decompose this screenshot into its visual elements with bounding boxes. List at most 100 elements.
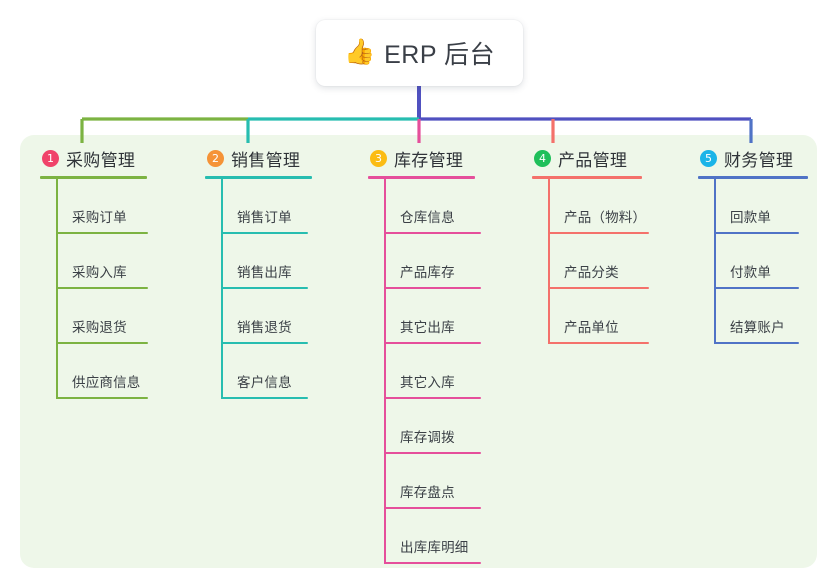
branch-item-rule bbox=[384, 232, 481, 234]
branch-item[interactable]: 库存调拨 bbox=[384, 399, 481, 454]
branch-items: 回款单付款单结算账户 bbox=[714, 179, 808, 344]
branch-item-label: 销售出库 bbox=[237, 265, 292, 280]
branch-item[interactable]: 付款单 bbox=[714, 234, 808, 289]
branch-header-rule bbox=[205, 176, 312, 179]
branch-item[interactable]: 其它入库 bbox=[384, 344, 481, 399]
branch-item-rule bbox=[221, 287, 308, 289]
branch-header-rule bbox=[532, 176, 642, 179]
branch-header-5[interactable]: 5 财务管理 bbox=[698, 146, 808, 170]
branch-item[interactable]: 其它出库 bbox=[384, 289, 481, 344]
branch-title: 库存管理 bbox=[394, 150, 464, 170]
branch-spine bbox=[56, 179, 58, 399]
branch-item-rule bbox=[548, 232, 649, 234]
branch-item-rule bbox=[56, 287, 148, 289]
branch-item-label: 采购退货 bbox=[72, 320, 127, 335]
branch-item-label: 其它出库 bbox=[400, 320, 455, 335]
branch-item[interactable]: 库存盘点 bbox=[384, 454, 481, 509]
branch-title: 采购管理 bbox=[66, 150, 136, 170]
branch-items: 销售订单销售出库销售退货客户信息 bbox=[221, 179, 312, 399]
branch-title: 销售管理 bbox=[231, 150, 301, 170]
branch-item-label: 出库库明细 bbox=[400, 540, 469, 555]
branch-item-label: 库存调拨 bbox=[400, 430, 455, 445]
branch-item-label: 产品（物料） bbox=[564, 210, 647, 225]
branch-item-rule bbox=[384, 562, 481, 564]
branch-spine bbox=[548, 179, 550, 344]
branch-item[interactable]: 客户信息 bbox=[221, 344, 312, 399]
branch-item-rule bbox=[714, 342, 799, 344]
branch-item-rule bbox=[221, 232, 308, 234]
branch-item-label: 付款单 bbox=[730, 265, 772, 280]
branch-item-rule bbox=[384, 452, 481, 454]
branch-item[interactable]: 销售出库 bbox=[221, 234, 312, 289]
branch-item[interactable]: 出库库明细 bbox=[384, 509, 481, 564]
branch-header-3[interactable]: 3 库存管理 bbox=[368, 146, 475, 170]
branch-item-label: 产品单位 bbox=[564, 320, 619, 335]
branch-header-rule bbox=[40, 176, 147, 179]
branch-header-2[interactable]: 2 销售管理 bbox=[205, 146, 312, 170]
branch-item-label: 库存盘点 bbox=[400, 485, 455, 500]
branch-item-label: 回款单 bbox=[730, 210, 772, 225]
branch-item-rule bbox=[384, 507, 481, 509]
branch-item[interactable]: 销售退货 bbox=[221, 289, 312, 344]
branch-item-rule bbox=[56, 342, 148, 344]
branch-item-label: 供应商信息 bbox=[72, 375, 141, 390]
branch-item[interactable]: 销售订单 bbox=[221, 179, 312, 234]
branch-header-1[interactable]: 1 采购管理 bbox=[40, 146, 147, 170]
branch-spine bbox=[384, 179, 386, 564]
branch-title: 财务管理 bbox=[724, 150, 794, 170]
branch-item-rule bbox=[714, 232, 799, 234]
root-node-label: ERP 后台 bbox=[384, 41, 496, 69]
branch-column-2: 2 销售管理销售订单销售出库销售退货客户信息 bbox=[205, 146, 312, 399]
branch-item-rule bbox=[56, 232, 148, 234]
branch-title: 产品管理 bbox=[558, 150, 628, 170]
branch-item-rule bbox=[221, 397, 308, 399]
branch-number-badge: 2 bbox=[207, 149, 224, 167]
branch-item[interactable]: 采购退货 bbox=[56, 289, 148, 344]
branch-items: 采购订单采购入库采购退货供应商信息 bbox=[56, 179, 148, 399]
branch-item-label: 产品库存 bbox=[400, 265, 455, 280]
branch-item-label: 采购订单 bbox=[72, 210, 127, 225]
branch-item-rule bbox=[384, 287, 481, 289]
branch-header-rule bbox=[368, 176, 475, 179]
branch-item-label: 产品分类 bbox=[564, 265, 619, 280]
branch-item-label: 仓库信息 bbox=[400, 210, 455, 225]
thumbs-up-icon: 👍 bbox=[343, 37, 376, 66]
branch-item-rule bbox=[384, 397, 481, 399]
branch-item[interactable]: 产品库存 bbox=[384, 234, 481, 289]
branch-item[interactable]: 仓库信息 bbox=[384, 179, 481, 234]
branch-item[interactable]: 产品单位 bbox=[548, 289, 649, 344]
branch-item-label: 其它入库 bbox=[400, 375, 455, 390]
branch-column-5: 5 财务管理回款单付款单结算账户 bbox=[698, 146, 808, 344]
branch-item[interactable]: 采购入库 bbox=[56, 234, 148, 289]
branch-item-rule bbox=[221, 342, 308, 344]
branch-number-badge: 4 bbox=[534, 149, 551, 167]
branch-item-label: 客户信息 bbox=[237, 375, 292, 390]
branch-item-rule bbox=[384, 342, 481, 344]
branch-item-label: 采购入库 bbox=[72, 265, 127, 280]
branch-item[interactable]: 采购订单 bbox=[56, 179, 148, 234]
branch-item-rule bbox=[548, 287, 649, 289]
branch-items: 产品（物料） 产品分类产品单位 bbox=[548, 179, 649, 344]
branch-item[interactable]: 回款单 bbox=[714, 179, 808, 234]
branches-background-panel bbox=[20, 135, 817, 568]
branch-spine bbox=[714, 179, 716, 344]
branch-item-label: 销售订单 bbox=[237, 210, 292, 225]
branch-number-badge: 3 bbox=[370, 149, 387, 167]
branch-item-rule bbox=[714, 287, 799, 289]
branch-header-4[interactable]: 4 产品管理 bbox=[532, 146, 642, 170]
branch-column-3: 3 库存管理仓库信息产品库存其它出库其它入库库存调拨库存盘点出库库明细 bbox=[368, 146, 481, 564]
branch-column-1: 1 采购管理采购订单采购入库采购退货供应商信息 bbox=[40, 146, 148, 399]
root-node[interactable]: 👍 ERP 后台 bbox=[316, 20, 523, 86]
branch-item-label: 销售退货 bbox=[237, 320, 292, 335]
branch-item-rule bbox=[56, 397, 148, 399]
branch-items: 仓库信息产品库存其它出库其它入库库存调拨库存盘点出库库明细 bbox=[384, 179, 481, 564]
branch-number-badge: 5 bbox=[700, 149, 717, 167]
branch-item[interactable]: 产品分类 bbox=[548, 234, 649, 289]
branch-item-rule bbox=[548, 342, 649, 344]
branch-item[interactable]: 结算账户 bbox=[714, 289, 808, 344]
branch-item[interactable]: 供应商信息 bbox=[56, 344, 148, 399]
branch-item-label: 结算账户 bbox=[730, 320, 785, 335]
branch-number-badge: 1 bbox=[42, 149, 59, 167]
branch-item[interactable]: 产品（物料） bbox=[548, 179, 649, 234]
